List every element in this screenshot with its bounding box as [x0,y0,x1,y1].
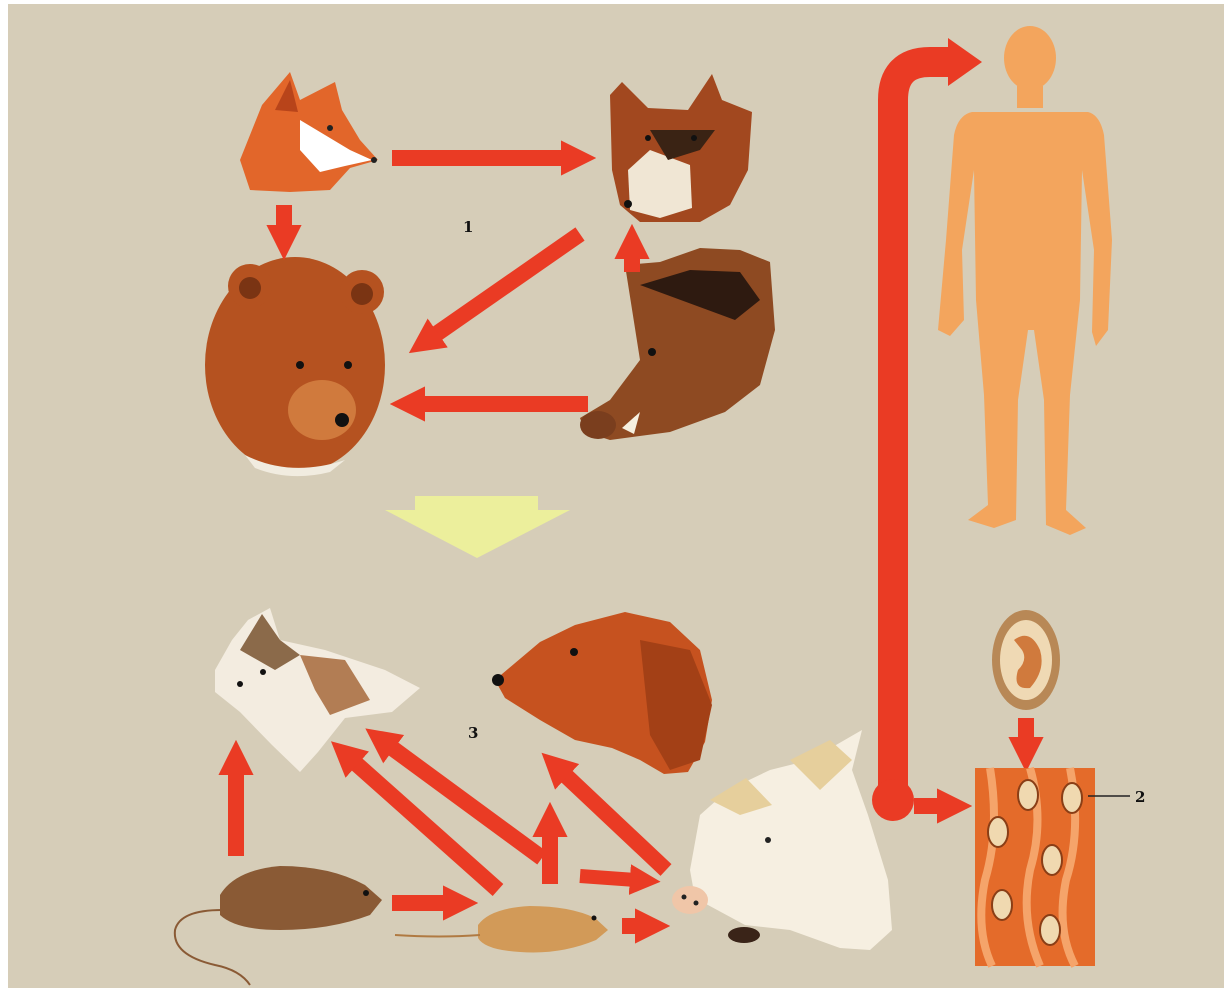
label-3: 3 [468,724,478,742]
muscle-tissue [975,768,1095,966]
label-2: 2 [1135,788,1145,806]
larva-capsule [992,610,1060,710]
arrow-mouse-to-pig [580,876,636,880]
label-1: 1 [463,218,473,236]
junction-dot [872,779,914,821]
